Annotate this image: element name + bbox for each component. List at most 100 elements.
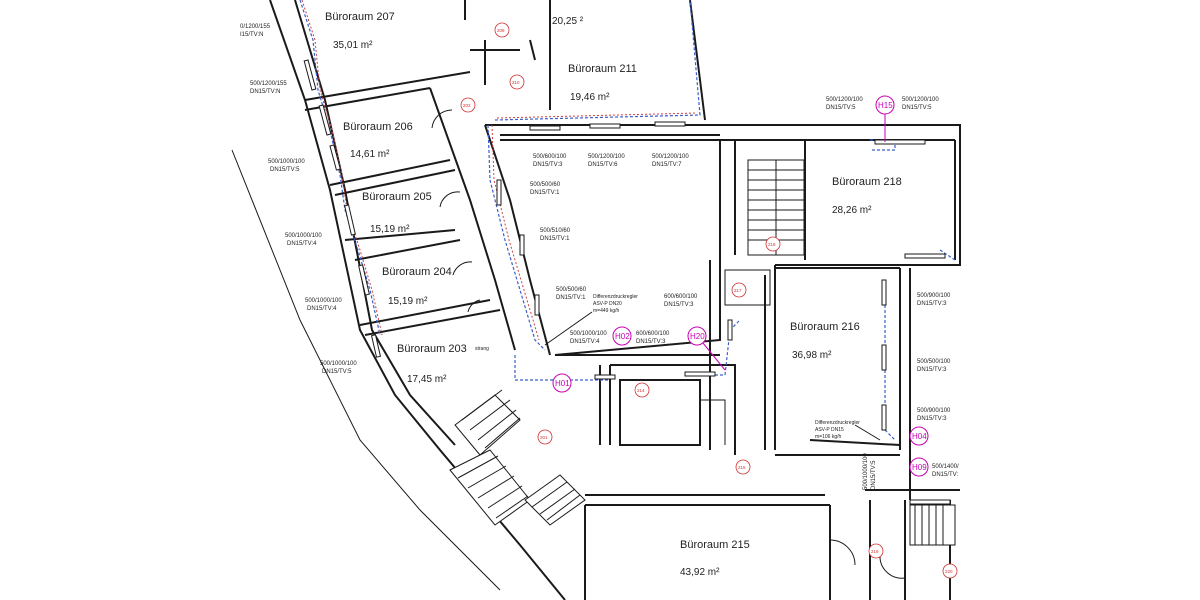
- spec-s10-l1: 500/500/60: [530, 182, 561, 188]
- spec-s1-l1: 0/1200/155: [240, 24, 271, 30]
- spec-s18-l1: 500/900/100: [917, 293, 951, 299]
- radiator: [881, 279, 887, 306]
- spec-s21-l1: 500/1000/100: [863, 453, 869, 490]
- marker-h01: H01: [555, 379, 570, 388]
- spec-s4-l2: DN15/TV:4: [287, 241, 317, 247]
- spec-s9-l1: 500/1200/100: [652, 154, 689, 160]
- marker-h15: H15: [878, 101, 893, 110]
- room-ref-8: 215: [738, 465, 746, 470]
- room-205-area: 15,19 m²: [370, 224, 410, 235]
- valve-v2-l2: ASV-P DN15: [815, 427, 844, 433]
- stairs: [449, 159, 956, 546]
- spec-s17-l1: 500/1200/100: [902, 97, 939, 103]
- marker-h15-circle: [875, 95, 895, 115]
- spec-s12-l2: DN15/TV:1: [556, 295, 586, 301]
- marker-h20-circle: [687, 326, 707, 346]
- room-ref-6: 214: [637, 388, 645, 393]
- spec-s9-l2: DN15/TV:7: [652, 162, 682, 168]
- room-203-area: 17,45 m²: [407, 374, 447, 385]
- radiator-specs: 0/1200/155 I15/TV:N 500/1200/155 DN15/TV…: [240, 24, 959, 490]
- radiator: [534, 294, 540, 316]
- walls: [231, 0, 961, 600]
- room-206-name: Büroraum 206: [343, 121, 413, 133]
- spec-s16-l2: DN15/TV:5: [826, 105, 856, 111]
- valve-v1-l3: m=449 kg/h: [593, 308, 619, 314]
- spec-s14-l1: 500/1000/100: [570, 331, 607, 337]
- spec-s12-l1: 500/500/60: [556, 287, 587, 293]
- room-204-area: 15,19 m²: [388, 296, 428, 307]
- spec-s15-l1: 600/600/100: [636, 331, 670, 337]
- room-204-name: Büroraum 204: [382, 266, 452, 278]
- spec-s6-l2: DN15/TV:5: [322, 369, 352, 375]
- heating-markers: H15 H02 H20 H01 H04 H09: [552, 95, 929, 477]
- spec-s21-l2: DN15/TV:5: [871, 460, 877, 490]
- valve-notes: Differenzdruckregler ASV-P DN20 m=449 kg…: [475, 294, 881, 441]
- room-218-area: 28,26 m²: [832, 205, 872, 216]
- valve-v2-leader: [854, 424, 881, 441]
- radiator: [727, 319, 733, 341]
- stair-right: [909, 504, 956, 546]
- room-211-area: 19,46 m²: [570, 92, 610, 103]
- spec-s19-l2: DN15/TV:3: [917, 367, 947, 373]
- spec-s3-l1: 500/1000/100: [268, 159, 305, 165]
- marker-h20: H20: [690, 332, 705, 341]
- radiator: [329, 144, 341, 171]
- spec-s15-l2: DN15/TV:3: [636, 339, 666, 345]
- room-206-area: 14,61 m²: [350, 149, 390, 160]
- spec-s13-l1: 600/600/100: [664, 294, 698, 300]
- room-labels: Büroraum 207 35,01 m² 20,25 ² Büroraum 2…: [325, 11, 902, 578]
- stair-lower-3: [524, 474, 586, 526]
- stair-lower-2: [449, 449, 531, 526]
- spec-s22-l2: DN15/TV:: [932, 472, 958, 478]
- marker-h01-circle: [552, 373, 572, 393]
- room-ref-5: 217: [734, 288, 742, 293]
- radiator: [358, 264, 370, 296]
- strang-label: strang: [475, 346, 489, 352]
- spec-s13-l2: DN15/TV:3: [664, 302, 694, 308]
- radiator: [881, 404, 887, 431]
- spec-s20-l1: 500/900/100: [917, 408, 951, 414]
- room-top-area: 20,25 ²: [552, 16, 584, 27]
- radiator: [909, 499, 951, 505]
- spec-s4-l1: 500/1000/100: [285, 233, 322, 239]
- radiators: [303, 59, 951, 505]
- radiator: [684, 371, 716, 377]
- room-ref-7: 201: [540, 435, 548, 440]
- spec-s17-l2: DN15/TV:5: [902, 105, 932, 111]
- room-216-name: Büroraum 216: [790, 321, 860, 333]
- spec-s2-l1: 500/1200/155: [250, 81, 287, 87]
- radiator: [874, 139, 926, 145]
- radiator: [496, 179, 502, 206]
- valve-v2-l3: m=106 kg/h: [815, 434, 841, 440]
- radiator: [519, 234, 525, 256]
- marker-h09-circle: [909, 457, 929, 477]
- valve-v1-l2: ASV-P DN20: [593, 301, 622, 307]
- spec-s22-l1: 500/1400/: [932, 464, 959, 470]
- valve-v1-leader: [544, 311, 593, 346]
- radiator: [904, 253, 946, 259]
- spec-s11-l2: DN15/TV:1: [540, 236, 570, 242]
- spec-s10-l2: DN15/TV:1: [530, 190, 560, 196]
- room-205-name: Büroraum 205: [362, 191, 432, 203]
- radiator: [344, 204, 356, 236]
- spec-s8-l2: DN15/TV:6: [588, 162, 618, 168]
- valve-v1-l1: Differenzdruckregler: [593, 294, 638, 300]
- spec-s1-l2: I15/TV:N: [240, 32, 263, 38]
- valve-v2-l1: Differenzdruckregler: [815, 420, 860, 426]
- stair-lower-1: [454, 389, 521, 456]
- spec-s20-l2: DN15/TV:3: [917, 416, 947, 422]
- spec-s16-l1: 500/1200/100: [826, 97, 863, 103]
- radiator: [303, 59, 317, 91]
- radiator: [370, 334, 382, 358]
- spec-s6-l1: 500/1000/100: [320, 361, 357, 367]
- room-207-area: 35,01 m²: [333, 40, 373, 51]
- radiator: [881, 344, 887, 371]
- marker-h02: H02: [615, 332, 630, 341]
- spec-s7-l2: DN15/TV:3: [533, 162, 563, 168]
- room-ref-3: 202: [463, 103, 471, 108]
- room-203-name: Büroraum 203: [397, 343, 467, 355]
- room-ref-10: 220: [945, 569, 953, 574]
- spec-s14-l2: DN15/TV:4: [570, 339, 600, 345]
- marker-h09: H09: [912, 463, 927, 472]
